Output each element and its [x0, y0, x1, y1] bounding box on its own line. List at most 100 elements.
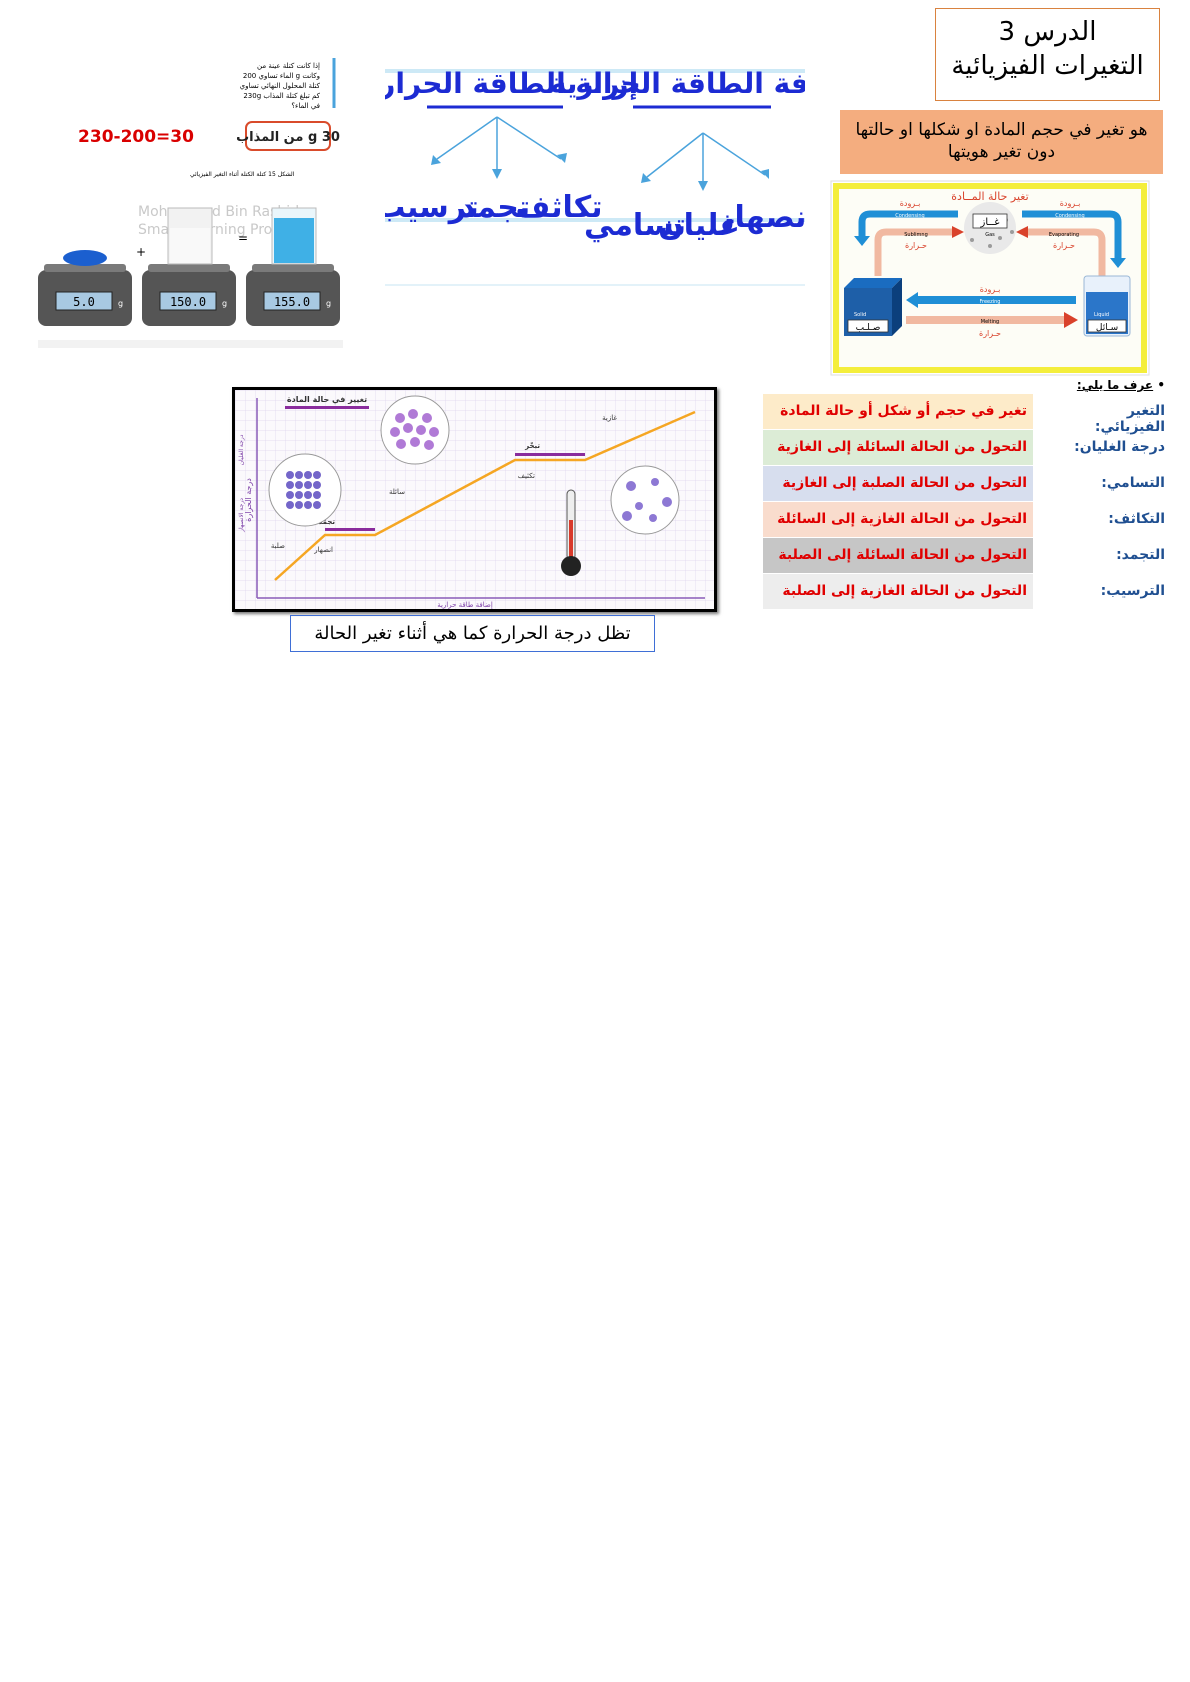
definition-term: درجة الغليان:	[1074, 439, 1165, 455]
liquid-particles-icon	[380, 395, 450, 465]
graph-title: تغيير في حالة المادة	[287, 395, 367, 404]
definition-answer: التحول من الحالة الغازية إلى السائلة	[763, 502, 1033, 537]
definition-term: التغير الفيزيائي:	[1094, 403, 1165, 435]
definition-term: التكاثف:	[1108, 511, 1165, 527]
solid-phase-label: صلبة	[271, 542, 285, 550]
condensing-label-left: Condensing	[895, 213, 924, 219]
cold-label-left: بـرودة	[900, 199, 921, 208]
energy-background	[385, 45, 805, 290]
cold-label-right: بـرودة	[1060, 199, 1081, 208]
lesson-number: الدرس 3	[998, 17, 1097, 47]
question-line-2: الماء تساوي 200 g وكانت	[243, 72, 320, 80]
definition-row: التسامي: التحول من الحالة الصلبة إلى الغ…	[760, 466, 1165, 501]
definition-row: التكاثف: التحول من الحالة الغازية إلى ال…	[760, 502, 1165, 537]
scale-1-reading: 5.0	[73, 295, 95, 309]
item-deposition: ترسيب	[385, 190, 479, 225]
definitions-section: • عرف ما يلي: التغير الفيزيائي: تغير في …	[760, 378, 1165, 613]
cold-label-bottom: بـرودة	[980, 285, 1001, 294]
condensing-arrow-left	[858, 210, 958, 238]
title-bar	[285, 406, 369, 409]
definition-row: التغير الفيزيائي: تغير في حجم أو شكل أو …	[760, 394, 1165, 435]
add-heat-arrowheads	[641, 169, 769, 191]
answer-text: 30 g من المذاب	[236, 130, 340, 145]
condensing-label-right: Condensing	[1055, 213, 1084, 219]
freezing-arrowhead	[906, 292, 918, 308]
lesson-title: التغيرات الفيزيائية	[951, 51, 1144, 81]
gas-label-en: Gas	[985, 232, 995, 238]
lesson-title-box: الدرس 3 التغيرات الفيزيائية	[935, 8, 1160, 101]
definition-line-2: دون تغير هويتها	[947, 142, 1056, 162]
definition-row: درجة الغليان: التحول من الحالة السائلة إ…	[760, 430, 1165, 465]
heat-label-right: حـرارة	[1053, 241, 1075, 250]
evaporating-arrowhead	[1016, 226, 1028, 238]
heating-curve	[274, 410, 696, 581]
definition-line-1: هو تغير في حجم المادة او شكلها او حالتها	[855, 120, 1148, 140]
definition-term: الترسيب:	[1100, 583, 1165, 599]
scale-3-reading: 155.0	[274, 295, 310, 309]
scale-3-unit: g	[326, 299, 331, 308]
liquid-label: سـائل	[1096, 323, 1118, 333]
sublimating-label: Sublimng	[904, 232, 928, 238]
gas-phase-label: غازية	[602, 414, 617, 422]
melting-label: Melting	[981, 319, 999, 325]
condensing-arrowhead-left	[854, 236, 870, 246]
melting-point-label: درجة الانصهار	[238, 498, 245, 533]
sublimating-arrow	[874, 228, 954, 276]
freezing-label: Freezing	[980, 299, 1001, 305]
solid-label-en: Solid	[854, 312, 866, 318]
definition-answer: التحول من الحالة الغازية إلى الصلبة	[763, 574, 1033, 609]
question-text: إذا كانت كتلة عينة من الماء تساوي 200 g …	[240, 62, 321, 110]
definition-term: التجمد:	[1116, 547, 1165, 563]
evaporating-arrow	[1026, 228, 1106, 276]
definition-row: التجمد: التحول من الحالة السائلة إلى الص…	[760, 538, 1165, 573]
heat-energy-figure: إضافة الطاقة الحرارية إزالة الطاقة الحرا…	[385, 45, 805, 290]
definition-answer: تغير في حجم أو شكل أو حالة المادة	[763, 394, 1033, 429]
question-line-1: إذا كانت كتلة عينة من	[257, 62, 320, 70]
melting-label: انصهار	[313, 546, 333, 554]
definitions-heading-text: عرف ما يلي:	[1076, 378, 1154, 392]
gas-label: غــاز	[980, 217, 1000, 228]
scale-2-unit: g	[222, 299, 227, 308]
y-axis-label: درجة الحرارة	[244, 478, 253, 522]
equals-sign: =	[238, 231, 248, 245]
item-freezing: تجمد	[460, 190, 530, 225]
definition-answer: التحول من الحالة السائلة إلى الغازية	[763, 430, 1033, 465]
heat-label-bottom: حـرارة	[979, 329, 1001, 338]
add-heat-heading: إضافة الطاقة الحرارية	[550, 67, 805, 101]
question-line-4: 230g كم تبلغ كتلة المذاب	[243, 92, 320, 100]
remove-heat-arrows	[436, 116, 562, 173]
physical-change-definition: هو تغير في حجم المادة او شكلها او حالتها…	[840, 110, 1163, 174]
definition-term: التسامي:	[1101, 475, 1165, 491]
freezing-arrow	[916, 296, 1076, 304]
evaporating-label: Evaporating	[1049, 232, 1079, 238]
item-melting: انصهار	[715, 200, 805, 235]
melting-plateau-bar	[325, 528, 375, 531]
item-sublimation: تسامي	[584, 208, 686, 243]
x-axis-label: إضافة طاقة حرارية	[437, 601, 493, 609]
boiling-point-label: درجة الغليان	[238, 434, 245, 465]
heating-curve-diagram: تغيير في حالة المادة درجة الحرارة درجة ا…	[232, 387, 717, 612]
condensing-arrow-right	[1022, 210, 1122, 260]
thermometer-icon	[561, 489, 581, 576]
answer-box	[245, 121, 331, 151]
scale-1-unit: g	[118, 299, 123, 308]
remove-heat-arrowheads	[431, 153, 567, 179]
solid-particles-icon	[268, 453, 342, 527]
liquid-label-en: Liquid	[1094, 312, 1109, 318]
question-line-5: في الماء؟	[291, 102, 320, 110]
item-boiling: غليان	[658, 208, 740, 243]
boiling-plateau-bar	[515, 453, 585, 456]
mass-conservation-figure: إذا كانت كتلة عينة من الماء تساوي 200 g …	[38, 58, 343, 348]
solution-bottom-bar	[38, 340, 343, 348]
definition-answer: التحول من الحالة السائلة إلى الصلبة	[763, 538, 1033, 573]
add-heat-arrows	[646, 132, 766, 185]
state-change-cycle-diagram: تغير حالة المــادة غــاز Gas بـرودة Cond…	[830, 180, 1150, 376]
gas-label-box	[972, 213, 1008, 229]
equation-text: 230-200=30	[78, 127, 194, 147]
solid-label: صـلـب	[856, 323, 881, 333]
scale-2-reading: 150.0	[170, 295, 206, 309]
plus-sign: +	[136, 245, 146, 259]
cycle-title: تغير حالة المــادة	[951, 190, 1028, 203]
gas-particles-icon	[610, 465, 680, 535]
definition-answer: التحول من الحالة الصلبة إلى الغازية	[763, 466, 1033, 501]
